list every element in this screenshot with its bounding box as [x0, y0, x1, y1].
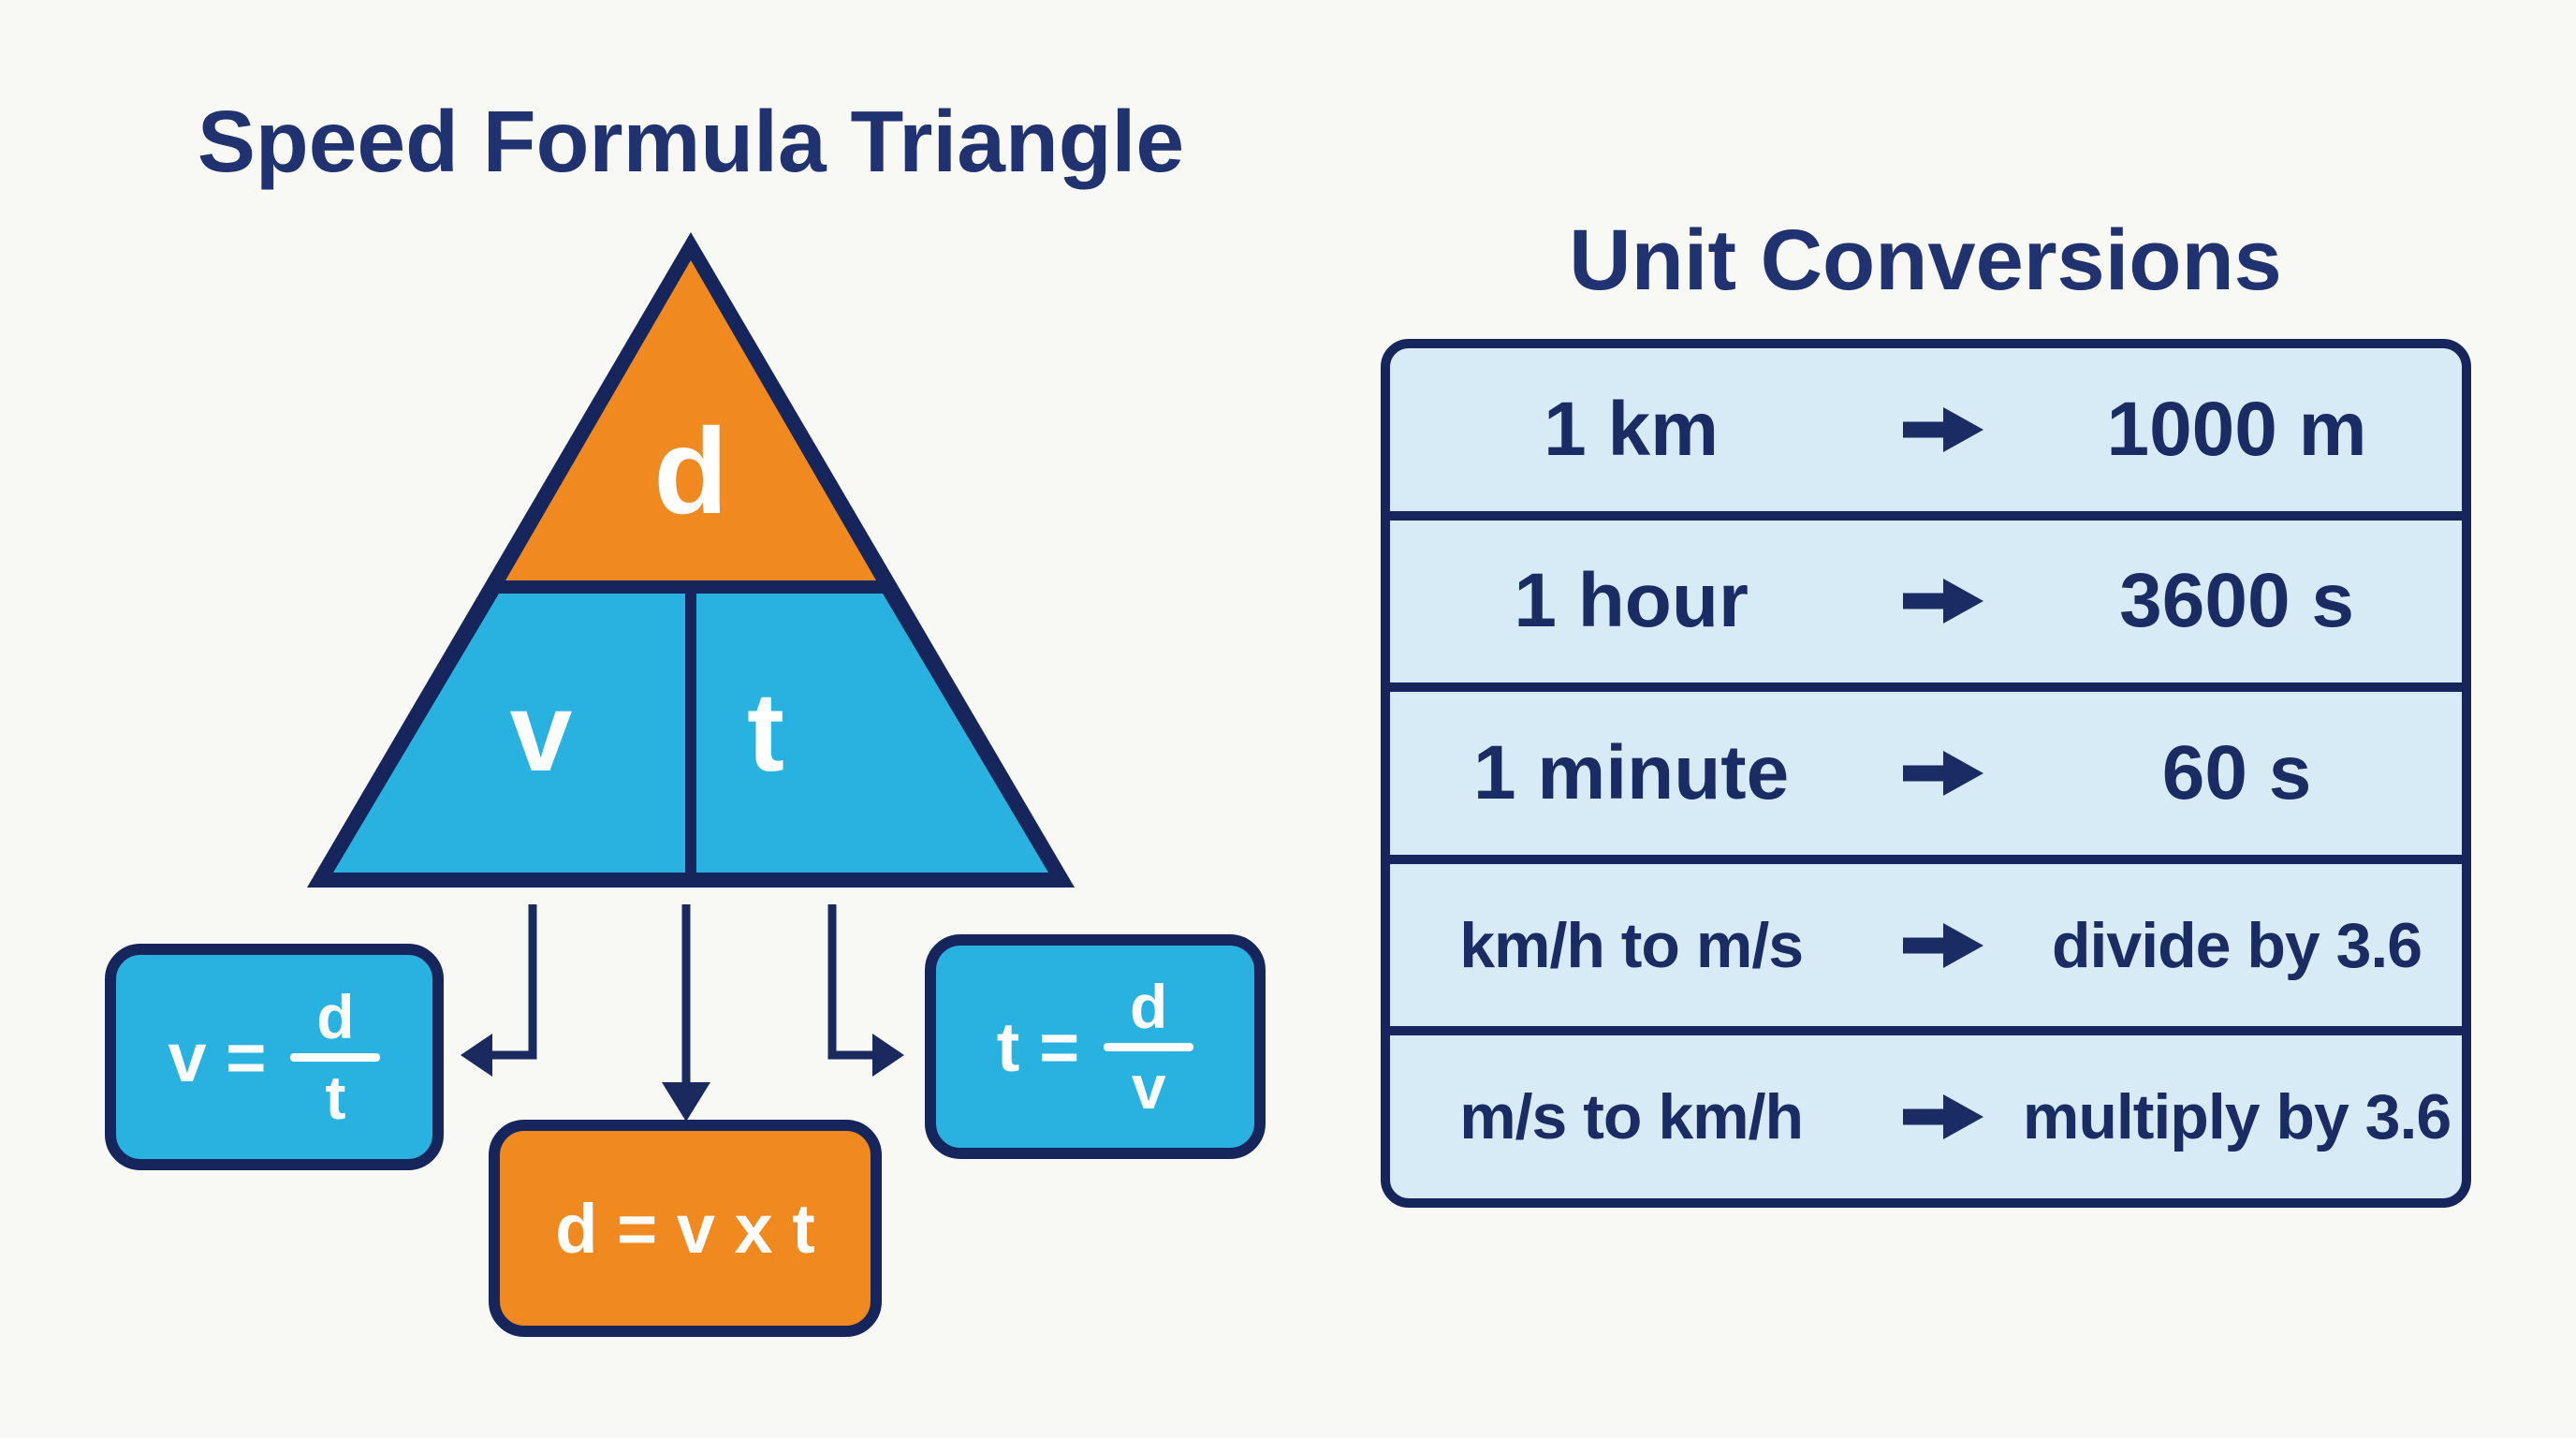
triangle-left-cell-speed [333, 594, 685, 873]
right-arrow-icon [1902, 922, 1983, 968]
time-formula-fraction: d v [1104, 971, 1194, 1122]
conversion-arrow-cell [1872, 577, 2012, 625]
formula-box-velocity: v = d t [105, 944, 444, 1170]
fraction-bar [290, 1052, 381, 1062]
conversion-row: m/s to km/h multiply by 3.6 [1390, 1026, 2462, 1198]
conversion-arrow-cell [1872, 749, 2012, 798]
conversion-arrow-cell [1872, 921, 2012, 970]
fraction-denominator: t [325, 1062, 346, 1132]
fraction-denominator: v [1131, 1051, 1166, 1122]
conversion-arrow-cell [1872, 405, 2012, 454]
conversion-row: km/h to m/s divide by 3.6 [1390, 854, 2462, 1027]
distance-formula-text: d = v x t [555, 1189, 815, 1268]
unit-conversions-title: Unit Conversions [1569, 213, 2282, 308]
page-title: Speed Formula Triangle [197, 93, 1185, 190]
fraction-numerator: d [316, 981, 355, 1051]
conversion-to: 3600 s [2119, 558, 2354, 644]
formula-box-time: t = d v [925, 934, 1266, 1159]
conversion-to: 60 s [2161, 729, 2312, 815]
arrowhead-left-icon [461, 1034, 492, 1077]
time-formula-lhs: t = [996, 1007, 1080, 1086]
conversion-to: divide by 3.6 [2051, 909, 2422, 981]
arrowhead-right-icon [872, 1034, 904, 1077]
arrow-line-to-v-box [479, 904, 537, 1060]
conversion-from: 1 km [1544, 386, 1720, 472]
triangle-label-t: t [747, 669, 784, 795]
fraction-numerator: d [1130, 971, 1168, 1041]
arrowhead-down-icon [662, 1082, 710, 1122]
conversion-from: 1 minute [1473, 729, 1790, 815]
conversion-row: 1 hour 3600 s [1390, 510, 2462, 683]
arrow-line-to-t-box [827, 904, 886, 1060]
triangle-top-cell-distance [505, 260, 876, 580]
right-arrow-icon [1902, 406, 1983, 452]
conversion-from: km/h to m/s [1459, 909, 1804, 981]
conversion-row: 1 minute 60 s [1390, 682, 2462, 855]
right-arrow-icon [1902, 1094, 1983, 1140]
conversion-to: 1000 m [2106, 386, 2367, 472]
formula-triangle: d v t [307, 232, 1075, 888]
triangle-label-d: d [653, 403, 727, 539]
conversion-to: multiply by 3.6 [2022, 1081, 2452, 1153]
conversion-row: 1 km 1000 m [1390, 348, 2462, 511]
conversion-from: 1 hour [1514, 558, 1749, 644]
fraction-bar [1104, 1042, 1194, 1051]
formula-box-distance: d = v x t [489, 1120, 882, 1337]
right-arrow-icon [1902, 579, 1983, 624]
velocity-formula-lhs: v = [168, 1018, 267, 1096]
triangle-label-v: v [510, 669, 573, 795]
right-arrow-icon [1902, 750, 1983, 796]
conversion-arrow-cell [1872, 1093, 2012, 1141]
velocity-formula-fraction: d t [290, 981, 381, 1132]
triangle-right-cell-time [696, 594, 1048, 873]
conversion-from: m/s to km/h [1459, 1081, 1804, 1153]
unit-conversions-table: 1 km 1000 m 1 hour 3600 s 1 minute [1381, 339, 2471, 1208]
